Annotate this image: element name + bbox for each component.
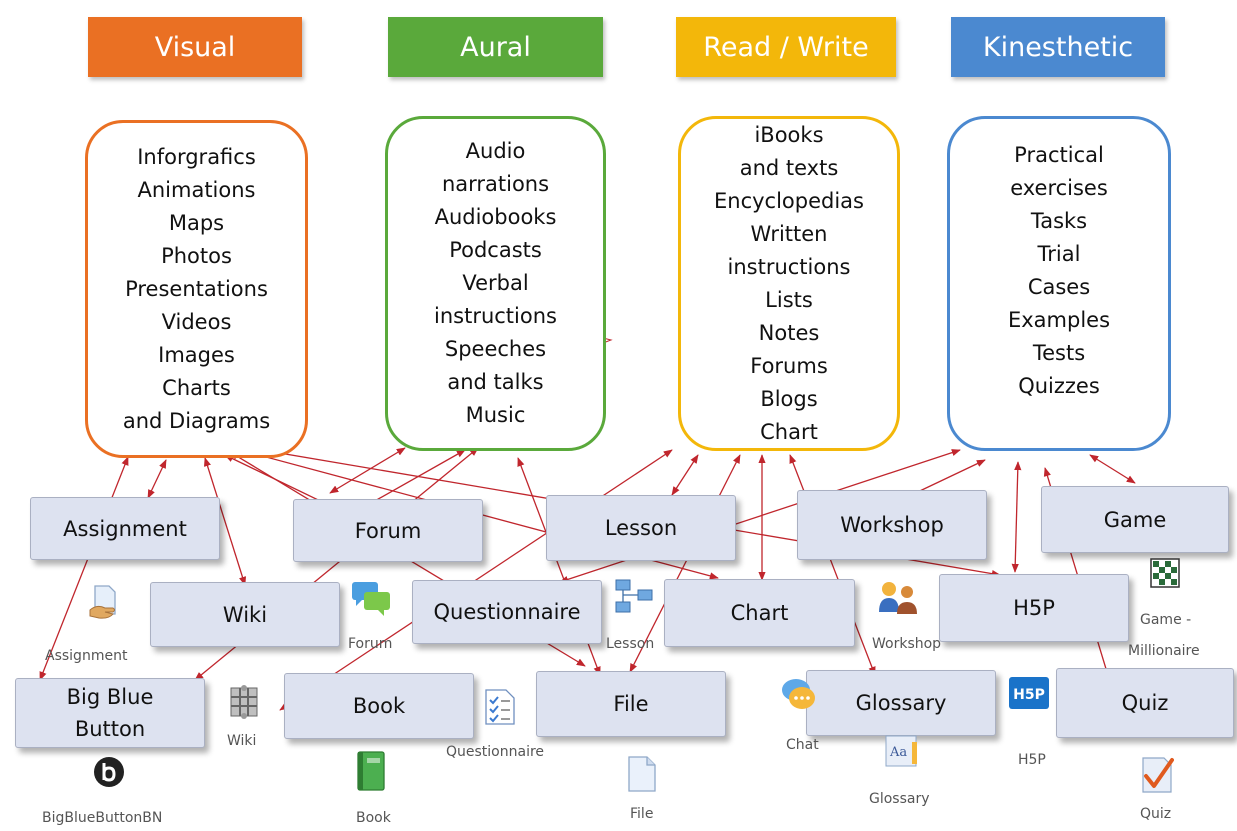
h5p-logo-icon: H5P [1009, 677, 1049, 709]
visual-item: Animations [137, 177, 256, 202]
kinesthetic-item: Practical [1014, 143, 1104, 167]
forum-bubbles-icon [352, 582, 390, 616]
glossary-caption: Glossary [869, 791, 930, 807]
bigbluebutton-logo-icon [94, 757, 124, 787]
read-write-item: Forums [750, 353, 828, 378]
aural-item: Music [465, 403, 526, 427]
questionnaire-caption: Questionnaire [446, 744, 545, 760]
visual-item: Inforgrafics [137, 144, 256, 169]
forum-caption: Forum [348, 636, 393, 652]
activity-lesson: Lesson [546, 495, 736, 561]
aural-item: Verbal [462, 271, 529, 295]
visual-item: Charts [162, 375, 231, 400]
read-write-item: instructions [727, 254, 851, 279]
header-kinesthetic: Kinesthetic [951, 17, 1165, 77]
book-caption: Book [356, 810, 391, 826]
aural-item: narrations [441, 172, 550, 196]
wiki-caption: Wiki [227, 733, 257, 749]
visual-item: Videos [161, 309, 232, 334]
read-write-item: Encyclopedias [713, 188, 864, 213]
activity-workshop: Workshop [797, 490, 987, 560]
header-visual: Visual [88, 17, 302, 77]
game-caption-line1: Game - [1140, 612, 1192, 628]
kinesthetic-box: Practical exercises Tasks Trial Cases Ex… [947, 116, 1171, 451]
read-write-item: iBooks [754, 122, 824, 147]
aural-item: and talks [447, 370, 544, 394]
kinesthetic-item: Cases [1027, 275, 1091, 299]
read-write-item: and texts [739, 155, 839, 180]
activity-book: Book [284, 673, 474, 739]
activity-wiki: Wiki [150, 582, 340, 647]
bigbluebutton-caption: BigBlueButtonBN [42, 810, 163, 826]
kinesthetic-item: Examples [1007, 308, 1111, 332]
kinesthetic-item: Tests [1032, 341, 1086, 365]
visual-item: Maps [168, 210, 225, 235]
activity-assignment: Assignment [30, 497, 220, 560]
kinesthetic-item: exercises [1010, 176, 1108, 200]
header-read-write: Read / Write [676, 17, 896, 77]
header-aural: Aural [388, 17, 603, 77]
big-blue-label-line2: Button [74, 717, 146, 741]
read-write-item: Lists [765, 287, 813, 312]
wiki-puzzle-icon [230, 685, 258, 719]
svg-text:H5P: H5P [1013, 687, 1045, 703]
visual-item: Presentations [125, 276, 268, 301]
activity-game: Game [1041, 486, 1229, 553]
activity-chart: Chart [664, 579, 855, 647]
kinesthetic-item: Tasks [1030, 209, 1088, 233]
workshop-caption: Workshop [872, 636, 942, 652]
aural-item: Speeches [444, 337, 547, 361]
file-caption: File [630, 806, 654, 822]
kinesthetic-item: Quizzes [1018, 374, 1100, 398]
aural-box: Audio narrations Audiobooks Podcasts Ver… [385, 116, 606, 451]
book-icon [357, 751, 385, 791]
read-write-box: iBooks and texts Encyclopedias Written i… [678, 116, 900, 451]
chat-bubbles-icon [782, 679, 815, 709]
activity-questionnaire: Questionnaire [412, 580, 602, 644]
glossary-icon: Aa [885, 735, 917, 767]
aural-item: instructions [434, 304, 557, 328]
activity-glossary: Glossary [806, 670, 996, 736]
game-caption-line2: Millionaire [1128, 643, 1200, 659]
aural-item: Audio [465, 139, 526, 163]
aural-item: Podcasts [449, 238, 542, 262]
game-board-icon [1150, 558, 1180, 588]
read-write-item: Blogs [760, 386, 818, 411]
assignment-caption: Assignment [45, 648, 128, 664]
visual-box: Inforgrafics Animations Maps Photos Pres… [85, 120, 308, 458]
lesson-caption: Lesson [606, 636, 655, 652]
big-blue-label-line1: Big Blue [66, 685, 154, 709]
lesson-flowchart-icon [615, 579, 653, 613]
svg-text:Aa: Aa [889, 745, 907, 760]
workshop-people-icon [879, 582, 917, 614]
aural-item: Audiobooks [434, 205, 557, 229]
assignment-hand-icon [89, 585, 116, 619]
kinesthetic-item: Trial [1037, 242, 1081, 266]
chat-caption: Chat [786, 737, 819, 753]
activity-forum: Forum [293, 499, 483, 562]
activity-big-blue-button: Big Blue Button [15, 678, 205, 748]
read-write-item: Chart [760, 419, 818, 444]
quiz-caption: Quiz [1140, 806, 1172, 822]
read-write-item: Written [750, 221, 828, 246]
file-icon [628, 756, 656, 792]
quiz-check-icon [1142, 757, 1174, 793]
visual-item: and Diagrams [122, 408, 271, 433]
questionnaire-checklist-icon [485, 689, 515, 725]
visual-item: Images [158, 342, 235, 367]
activity-h5p: H5P [939, 574, 1129, 642]
read-write-item: Notes [758, 320, 820, 345]
visual-item: Photos [161, 243, 232, 268]
activity-quiz: Quiz [1056, 668, 1234, 738]
h5p-caption: H5P [1018, 752, 1046, 768]
activity-file: File [536, 671, 726, 737]
